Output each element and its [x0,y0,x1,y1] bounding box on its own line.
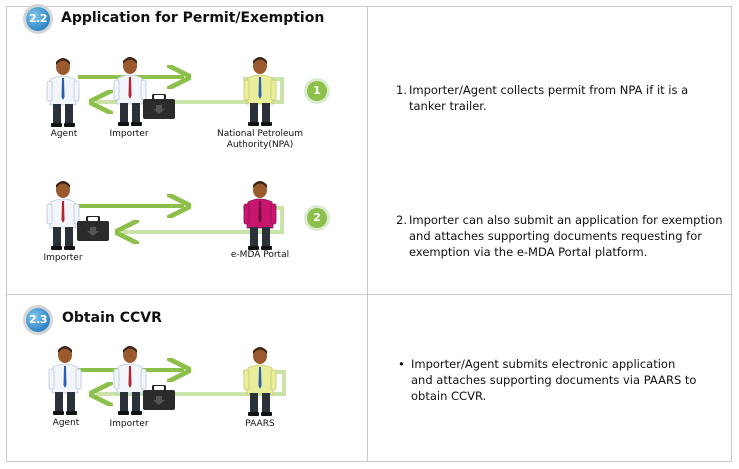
step-1-text: Importer/Agent collects permit from NPA … [409,83,689,113]
step-2-text: Importer can also submit an application … [409,213,723,259]
paars-figure [243,347,277,416]
briefcase-icon [143,385,175,410]
step-1-number: 1. [396,83,407,97]
step-2-marker: 2 [307,208,327,228]
step-1-marker: 1 [307,81,327,101]
ccvr-text: Importer/Agent submits electronic applic… [411,357,697,403]
diagram-frame [6,6,732,462]
npa-label-line1: National Petroleum [216,129,304,139]
importer-figure [113,346,147,415]
importer-figure [113,57,147,126]
ccvr-description: • Importer/Agent submits electronic appl… [398,356,698,404]
actor-label-paars: PAARS [245,419,275,429]
step-2-number: 2. [396,213,407,227]
step-1-description: 1. Importer/Agent collects permit from N… [396,82,696,114]
agent-figure [48,346,82,415]
section-title-ccvr: Obtain CCVR [62,310,162,326]
step-2-description: 2. Importer can also submit an applicati… [396,212,726,260]
actor-label-importer: Importer [43,253,83,263]
section-divider [6,294,732,295]
actor-label-agent: Agent [50,129,78,139]
section-badge-2-2: 2.2 [26,7,50,31]
briefcase-icon [143,94,175,119]
importer-figure [46,181,80,250]
section-badge-2-3: 2.3 [26,308,50,332]
actor-label-emda-portal: e-MDA Portal [230,250,290,260]
npa-label-line2: Authority(NPA) [226,140,294,150]
actor-label-npa: National Petroleum Authority(NPA) [205,129,315,151]
actor-label-agent: Agent [52,418,80,428]
section-title-permit: Application for Permit/Exemption [61,10,325,26]
ccvr-bullet: • [398,357,405,371]
actor-label-importer: Importer [109,129,149,139]
column-divider [367,6,368,462]
agent-figure [46,58,80,127]
npa-figure [243,57,277,126]
emda-portal-figure [243,181,277,250]
briefcase-icon [77,216,109,241]
actor-label-importer: Importer [109,419,149,429]
